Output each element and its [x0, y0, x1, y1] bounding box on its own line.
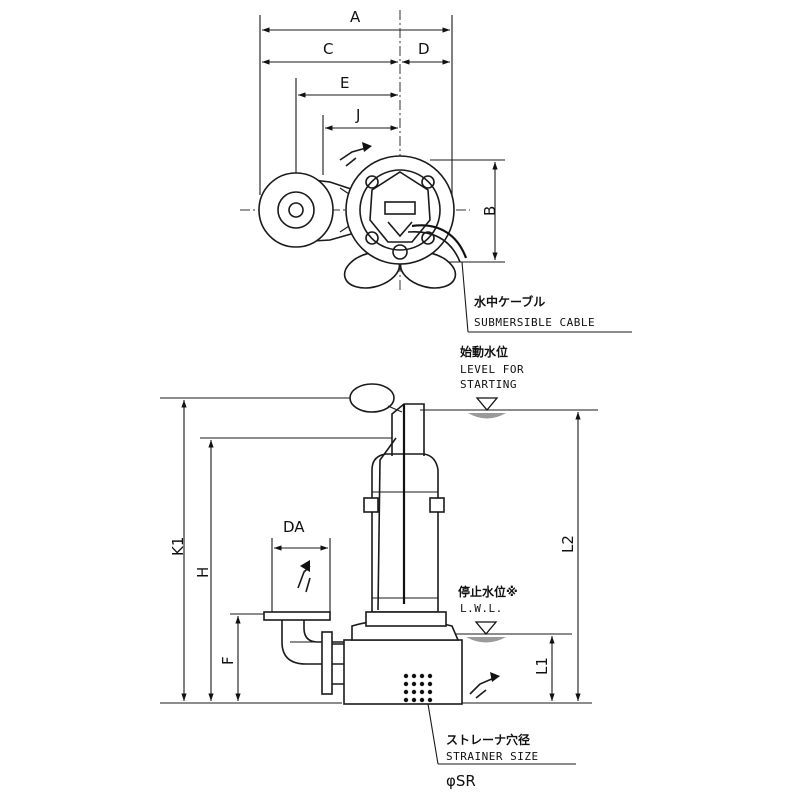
cable-label-en: SUBMERSIBLE CABLE	[474, 316, 595, 329]
dim-c-label: C	[323, 40, 333, 58]
strainer-holes	[403, 673, 433, 703]
cable-callout: 水中ケーブル SUBMERSIBLE CABLE	[461, 261, 632, 333]
stop-level-callout: 停止水位※ L.W.L.	[458, 584, 518, 615]
dim-k1-label: K1	[169, 537, 187, 556]
dim-j-label: J	[355, 106, 360, 124]
cable-label-jp: 水中ケーブル	[474, 294, 545, 309]
strainer-label-jp: ストレーナ穴径	[446, 732, 530, 747]
dim-b-label: B	[481, 206, 499, 216]
dim-l2-label: L2	[559, 535, 577, 553]
start-level-jp: 始動水位	[460, 344, 508, 359]
strainer-label-en: STRAINER SIZE	[446, 750, 539, 763]
strainer-callout: ストレーナ穴径 STRAINER SIZE φSR	[427, 703, 576, 790]
start-level-en-2: STARTING	[460, 378, 517, 391]
side-view: K1 H F L2 L1 DA	[160, 383, 598, 705]
strainer-symbol: φSR	[446, 772, 476, 790]
dim-f-label: F	[219, 656, 237, 665]
start-level-callout: 始動水位 LEVEL FOR STARTING	[460, 344, 524, 391]
dim-e-label: E	[340, 74, 349, 92]
dim-da-label: DA	[283, 518, 305, 536]
dim-a-label: A	[350, 8, 361, 26]
start-level-en-1: LEVEL FOR	[460, 363, 524, 376]
stop-level-jp: 停止水位※	[458, 584, 518, 599]
dim-h-label: H	[194, 567, 212, 578]
top-view: A C D E J B	[240, 8, 505, 290]
dim-l1-label: L1	[533, 657, 551, 675]
dim-d-label: D	[418, 40, 430, 58]
stop-level-en: L.W.L.	[460, 602, 503, 615]
